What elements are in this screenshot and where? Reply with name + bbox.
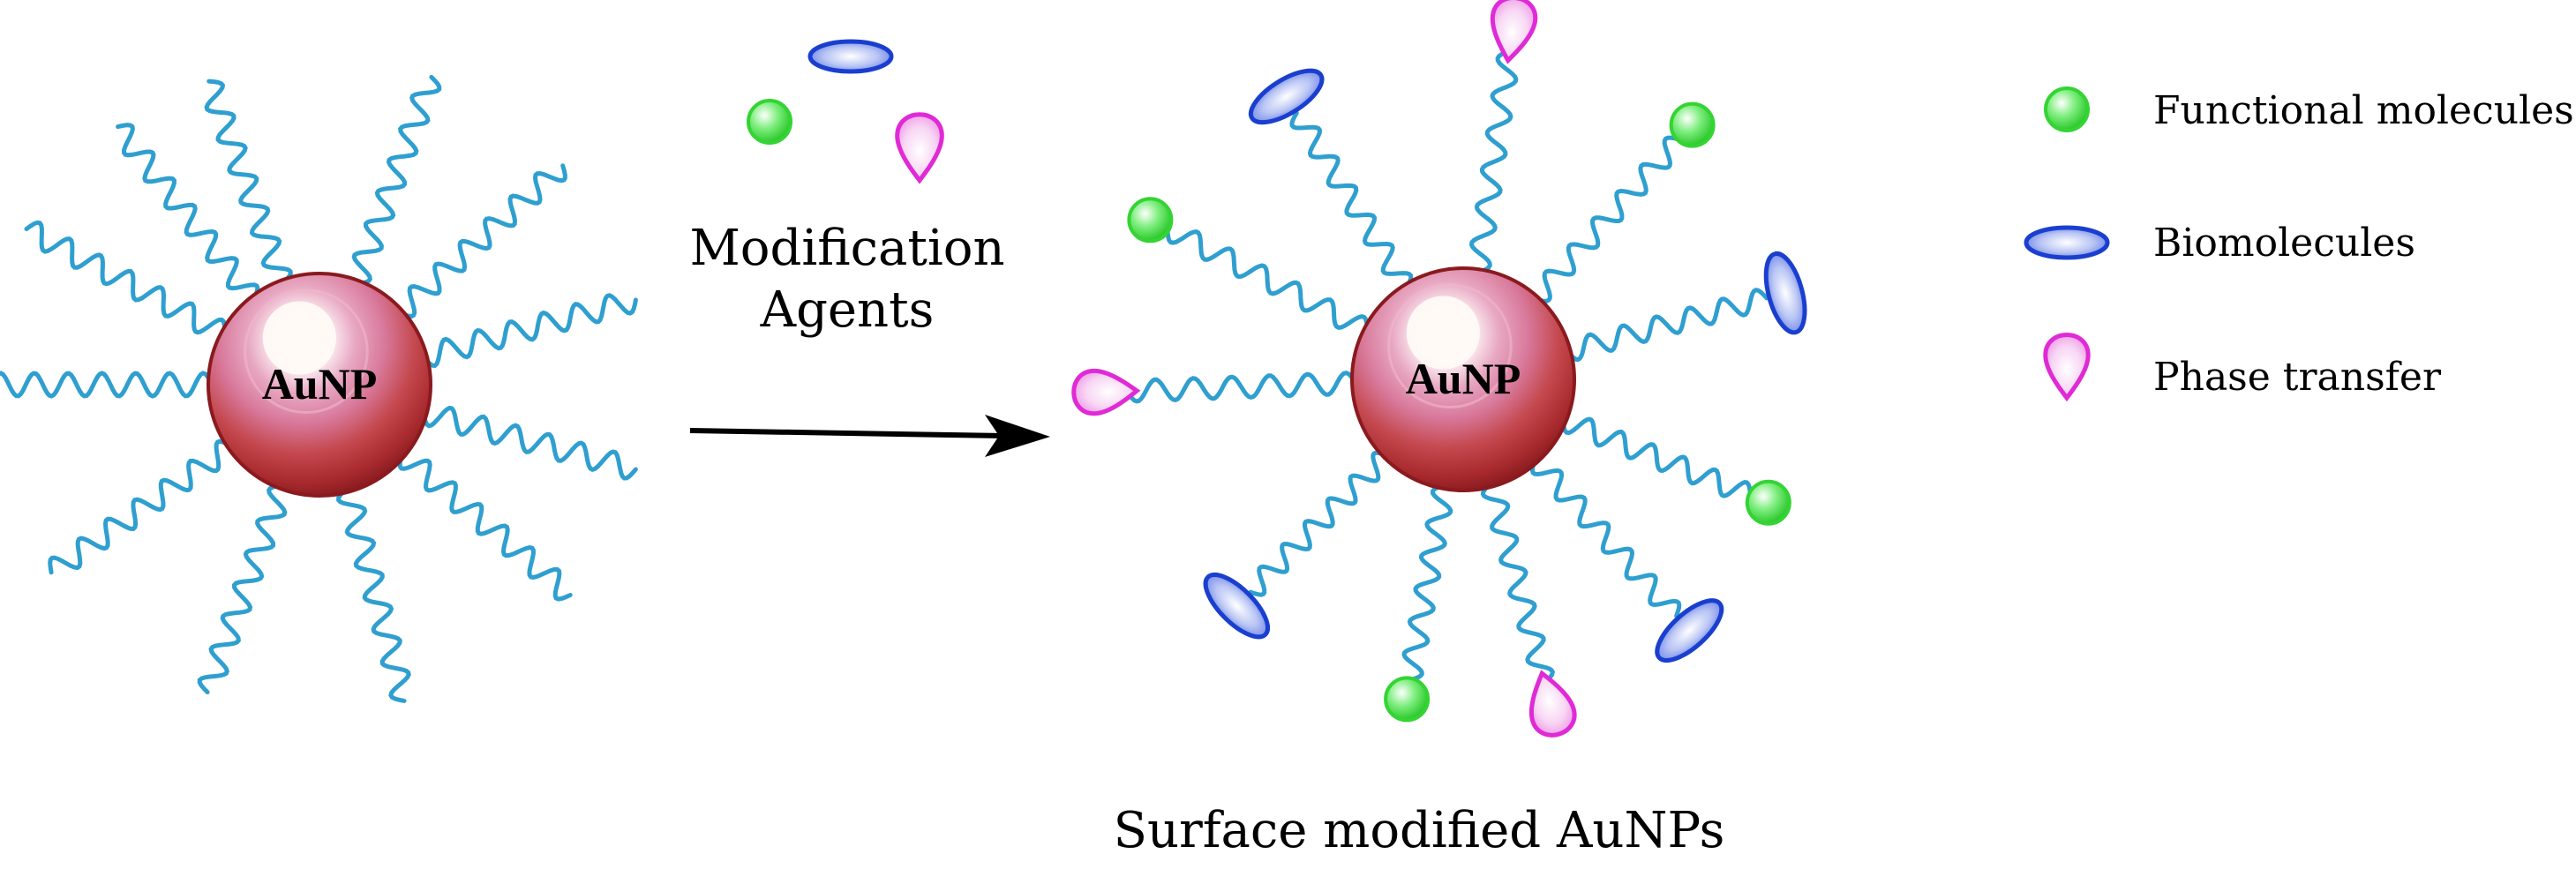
- biomolecule-icon: [1203, 572, 1271, 640]
- right-nanoparticle: AuNP: [1350, 266, 1576, 492]
- functional-molecule-icon: [1669, 101, 1716, 148]
- ligand-chain: [1124, 371, 1358, 404]
- modification-agents-line2: Agents: [760, 281, 935, 339]
- right-ligand-layer: [1124, 49, 1769, 685]
- phase-transfer-icon: [895, 112, 944, 184]
- ligand-chain: [1165, 226, 1370, 333]
- green-sphere-icon: [2044, 86, 2090, 132]
- phase-transfer-icon: [1071, 368, 1141, 416]
- legend-label-biomolecules: Biomolecules: [2153, 221, 2415, 266]
- left-nanoparticle: AuNP: [207, 272, 432, 498]
- legend-item-biomolecules: Biomolecules: [2024, 221, 2415, 266]
- ligand-chain: [1289, 110, 1414, 290]
- phase-transfer-icon: [1528, 670, 1577, 738]
- core-label: AuNP: [1406, 354, 1521, 403]
- functional-molecule-icon: [1127, 197, 1174, 243]
- ligand-chain: [397, 451, 573, 602]
- biomolecule-icon: [1248, 68, 1325, 125]
- biomolecule-icon: [807, 39, 894, 74]
- modification-agents-line1: Modification: [689, 220, 1004, 277]
- left-ligand-layer: [0, 74, 638, 703]
- legend-label-functional: Functional molecules: [2153, 88, 2574, 133]
- blue-ellipse-icon: [2024, 225, 2110, 260]
- ligand-chain: [421, 405, 638, 481]
- functional-molecule-icon: [2044, 86, 2090, 132]
- phase-transfer-icon: [2043, 333, 2091, 402]
- ligand-chain: [197, 483, 288, 695]
- core-label: AuNP: [262, 359, 378, 408]
- ligand-chain: [1248, 450, 1390, 597]
- ligand-chain: [1529, 457, 1682, 618]
- ligand-chain: [116, 123, 260, 303]
- legend-item-functional: Functional molecules: [2044, 86, 2574, 133]
- ligand-chain: [1565, 288, 1769, 363]
- legend: Functional molecules Biomolecules Phase …: [2024, 86, 2574, 402]
- ligand-chain: [336, 486, 411, 703]
- modification-agent-icons: [747, 39, 944, 184]
- ligand-chain: [351, 74, 442, 286]
- right-head-groups: [1071, 0, 1807, 738]
- legend-item-phase-transfer: Phase transfer: [2043, 333, 2442, 402]
- biomolecule-icon: [1763, 251, 1807, 335]
- biomolecule-icon: [1655, 598, 1724, 663]
- ligand-chain: [0, 371, 214, 399]
- diagram-caption: Surface modified AuNPs: [1114, 802, 1725, 859]
- ligand-chain: [421, 293, 638, 368]
- functional-molecule-icon: [1745, 479, 1791, 526]
- ligand-chain: [1480, 481, 1555, 685]
- functional-molecule-icon: [747, 99, 792, 145]
- magenta-drop-icon: [2043, 333, 2091, 402]
- biomolecule-icon: [2024, 225, 2110, 260]
- phase-transfer-icon: [1490, 0, 1538, 64]
- ligand-chain: [204, 79, 293, 286]
- ligand-chain: [1401, 483, 1453, 683]
- ligand-chain: [48, 438, 234, 575]
- ligand-chain: [1560, 416, 1753, 498]
- ligand-chain: [1468, 49, 1519, 275]
- functional-molecule-icon: [1384, 676, 1431, 723]
- reaction-arrow: [689, 415, 1050, 457]
- ligand-chain: [1533, 135, 1682, 303]
- ligand-chain: [397, 163, 567, 319]
- legend-label-phase-transfer: Phase transfer: [2153, 355, 2442, 400]
- ligand-chain: [24, 220, 228, 337]
